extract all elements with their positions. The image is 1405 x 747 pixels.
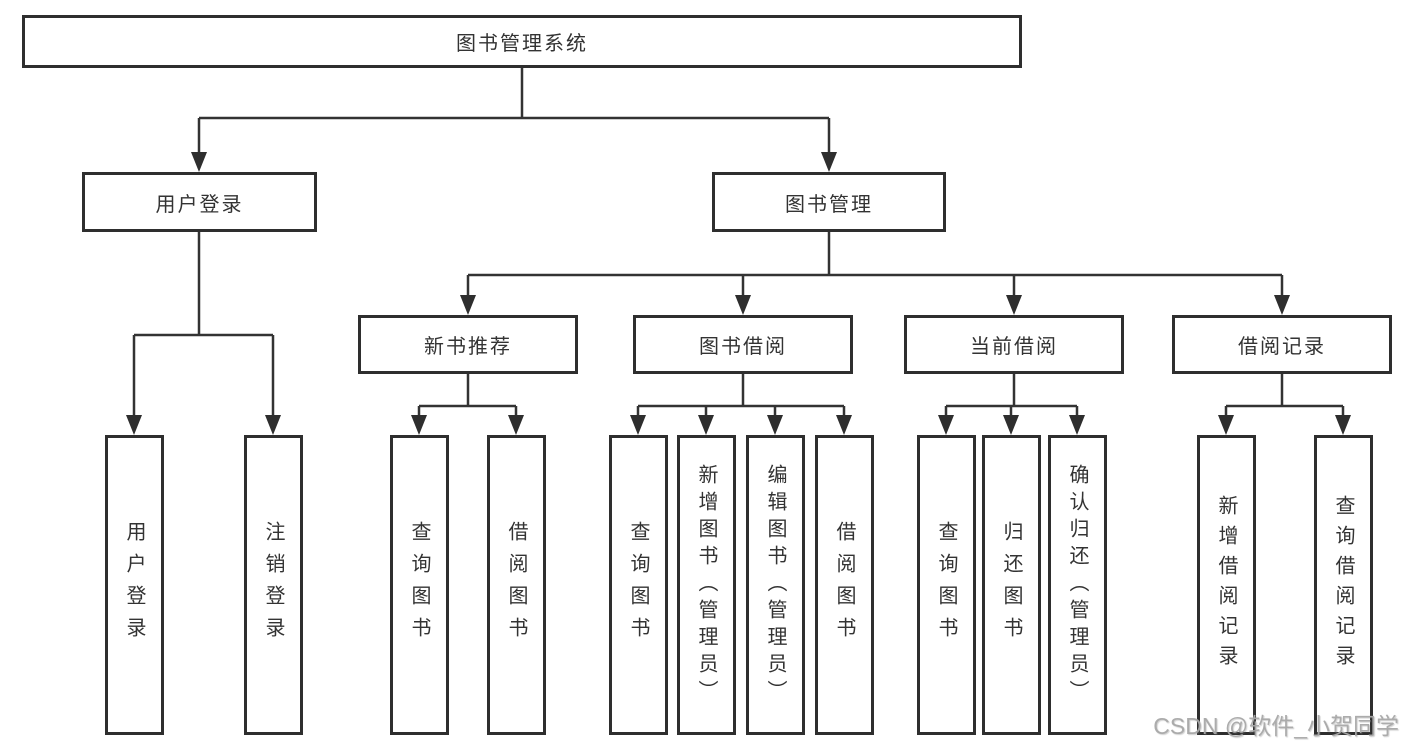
leaf-add-borrow-record: 新增借阅记录 — [1197, 435, 1256, 735]
node-label: 新书推荐 — [424, 336, 512, 358]
node-label: 用户登录 — [155, 193, 244, 216]
node-root-label: 图书管理系统 — [456, 33, 588, 55]
node-label: 借阅记录 — [1238, 336, 1326, 358]
leaf-label: 借阅图书 — [833, 521, 855, 649]
leaf-label: 查询图书 — [627, 521, 649, 649]
leaf-borrow-books-recommend: 借阅图书 — [487, 435, 546, 735]
leaf-borrow-book: 借阅图书 — [815, 435, 874, 735]
leaf-label: 查询图书 — [935, 521, 957, 649]
node-user-login-branch: 用户登录 — [82, 172, 317, 232]
leaf-confirm-return-admin: 确认归还（管理员） — [1048, 435, 1107, 735]
leaf-query-books-borrowing: 查询图书 — [609, 435, 668, 735]
leaf-label: 借阅图书 — [505, 521, 527, 649]
leaf-label: 归还图书 — [1000, 521, 1022, 649]
node-root-system: 图书管理系统 — [22, 15, 1022, 68]
leaf-logout: 注销登录 — [244, 435, 303, 735]
leaf-label: 查询借阅记录 — [1332, 495, 1354, 675]
node-current-borrowing: 当前借阅 — [904, 315, 1124, 374]
leaf-label: 新增图书（管理员） — [695, 463, 717, 707]
leaf-query-borrow-record: 查询借阅记录 — [1314, 435, 1373, 735]
leaf-return-book: 归还图书 — [982, 435, 1041, 735]
leaf-add-book-admin: 新增图书（管理员） — [677, 435, 736, 735]
node-borrow-records: 借阅记录 — [1172, 315, 1392, 374]
leaf-label: 查询图书 — [408, 521, 430, 649]
node-label: 图书管理 — [785, 193, 873, 216]
node-label: 当前借阅 — [970, 336, 1058, 358]
leaf-edit-book-admin: 编辑图书（管理员） — [746, 435, 805, 735]
csdn-watermark: CSDN @软件_小贺同学 — [1153, 713, 1399, 739]
leaf-label: 编辑图书（管理员） — [764, 463, 786, 707]
leaf-label: 注销登录 — [262, 521, 284, 649]
leaf-label: 确认归还（管理员） — [1066, 463, 1088, 707]
node-label: 图书借阅 — [699, 336, 787, 358]
leaf-query-books-current: 查询图书 — [917, 435, 976, 735]
leaf-label: 用户登录 — [123, 521, 145, 649]
node-new-book-recommend: 新书推荐 — [358, 315, 578, 374]
node-book-management-branch: 图书管理 — [712, 172, 946, 232]
node-book-borrowing: 图书借阅 — [633, 315, 853, 374]
leaf-query-books-recommend: 查询图书 — [390, 435, 449, 735]
leaf-label: 新增借阅记录 — [1215, 495, 1237, 675]
leaf-user-login: 用户登录 — [105, 435, 164, 735]
